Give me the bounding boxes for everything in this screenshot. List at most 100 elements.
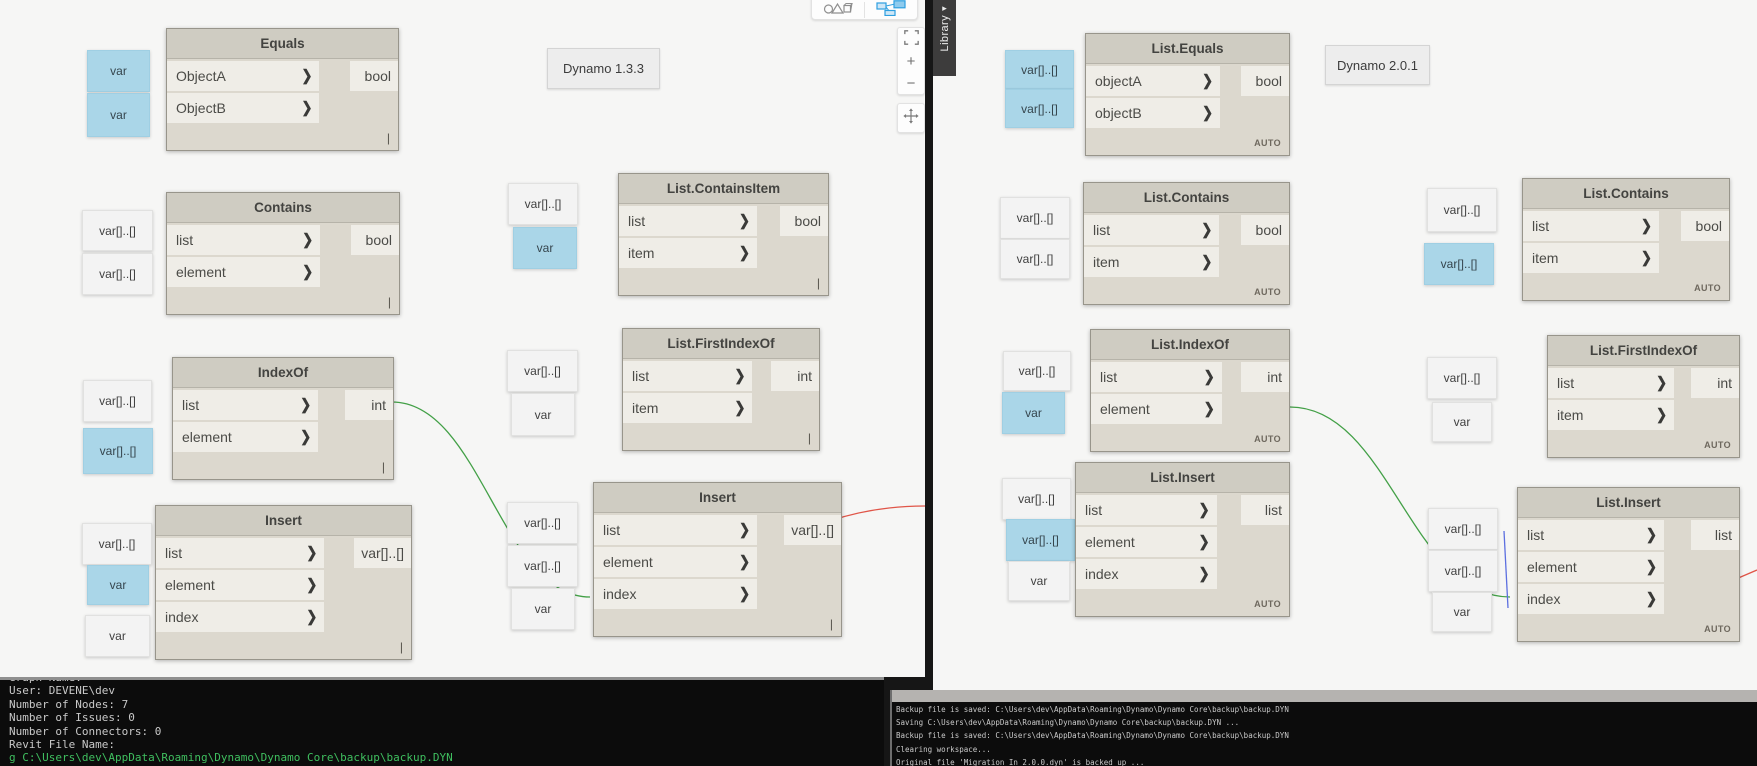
code-block-node-var[interactable]: var[]..[]	[1006, 519, 1075, 561]
code-block-node-var[interactable]: var[]..[]	[1005, 89, 1074, 128]
output-port-bool[interactable]: bool	[780, 206, 828, 236]
input-port-index[interactable]: index❯	[156, 602, 325, 632]
code-block-node-var[interactable]: var[]..[]	[83, 428, 153, 474]
lacing-indicator[interactable]: AUTO	[1694, 282, 1721, 293]
output-port-var[interactable]: var[]..[]	[784, 515, 841, 545]
library-sidebar-tab[interactable]: ▸ Library	[933, 0, 956, 76]
input-port-element[interactable]: element❯	[156, 570, 325, 600]
input-port-list[interactable]: list❯	[594, 515, 758, 545]
code-block-node-var[interactable]: var[]..[]	[1427, 188, 1497, 232]
lacing-indicator[interactable]: |	[381, 459, 385, 474]
code-block-node-var[interactable]: var	[513, 227, 577, 269]
code-block-node-var[interactable]: var[]..[]	[1000, 197, 1070, 239]
input-port-objectb[interactable]: ObjectB❯	[167, 93, 320, 123]
output-port-int[interactable]: int	[345, 390, 393, 420]
input-port-list[interactable]: list❯	[167, 225, 321, 255]
geometry-view-button[interactable]	[812, 1, 864, 19]
code-block-node-var[interactable]: var[]..[]	[1424, 243, 1494, 285]
code-block-node-var[interactable]: var[]..[]	[507, 545, 578, 587]
input-port-list[interactable]: list❯	[1518, 520, 1664, 550]
code-block-node-var[interactable]: var[]..[]	[82, 253, 153, 295]
output-port-int[interactable]: int	[771, 361, 819, 391]
code-block-node-var[interactable]: var	[87, 565, 149, 605]
output-port-list[interactable]: list	[1241, 495, 1289, 525]
zoom-in-button[interactable]: +	[906, 52, 916, 70]
zoom-out-button[interactable]: −	[906, 74, 916, 92]
input-port-index[interactable]: index❯	[1076, 559, 1217, 589]
input-port-list[interactable]: list❯	[156, 538, 325, 568]
code-block-node-var[interactable]: var[]..[]	[1005, 50, 1074, 89]
input-port-list[interactable]: list❯	[1084, 215, 1220, 245]
input-port-list[interactable]: list❯	[1548, 368, 1675, 398]
code-block-node-var[interactable]: var[]..[]	[1002, 478, 1071, 520]
output-port-bool[interactable]: bool	[350, 61, 398, 91]
code-block-node-var[interactable]: var[]..[]	[1428, 550, 1498, 592]
lacing-indicator[interactable]: AUTO	[1254, 433, 1281, 444]
input-port-list[interactable]: list❯	[1523, 211, 1659, 241]
output-port-bool[interactable]: bool	[1241, 215, 1289, 245]
code-block-node-var[interactable]: var	[1432, 592, 1492, 632]
input-port-list[interactable]: list❯	[1091, 362, 1222, 392]
output-port-int[interactable]: int	[1241, 362, 1289, 392]
input-port-index[interactable]: index❯	[594, 579, 758, 609]
input-port-element[interactable]: element❯	[1076, 527, 1217, 557]
input-port-element[interactable]: element❯	[594, 547, 758, 577]
code-block-node-var[interactable]: var	[85, 615, 150, 657]
code-block-node-var[interactable]: var	[1008, 561, 1070, 601]
input-port-list[interactable]: list❯	[1076, 495, 1217, 525]
input-port-list[interactable]: list❯	[619, 206, 757, 236]
code-block-node-var[interactable]: var	[511, 393, 575, 436]
input-port-list[interactable]: list❯	[173, 390, 319, 420]
code-block-node-var[interactable]: var[]..[]	[1427, 357, 1497, 399]
code-block-node-var[interactable]: var[]..[]	[82, 523, 152, 565]
input-port-list[interactable]: list❯	[623, 361, 753, 391]
lacing-indicator[interactable]: AUTO	[1254, 598, 1281, 609]
input-port-element[interactable]: element❯	[167, 257, 321, 287]
code-block-node-var[interactable]: var	[87, 50, 150, 92]
lacing-indicator[interactable]: |	[807, 430, 811, 445]
code-block-node-var[interactable]: var[]..[]	[83, 380, 152, 422]
code-block-node-var[interactable]: var	[87, 93, 150, 137]
input-port-element[interactable]: element❯	[173, 422, 319, 452]
code-block-node-var[interactable]: var[]..[]	[1428, 508, 1498, 550]
input-port-element[interactable]: element❯	[1518, 552, 1664, 582]
input-port-item[interactable]: item❯	[1548, 400, 1675, 430]
graph-view-button[interactable]	[865, 0, 917, 19]
code-block-node-var[interactable]: var	[511, 588, 575, 630]
note-dynamo-2-0-1[interactable]: Dynamo 2.0.1	[1325, 45, 1430, 85]
code-block-node-var[interactable]: var[]..[]	[507, 502, 578, 544]
code-block-node-var[interactable]: var[]..[]	[1003, 351, 1071, 391]
lacing-indicator[interactable]: AUTO	[1704, 623, 1731, 634]
input-port-index[interactable]: index❯	[1518, 584, 1664, 614]
input-port-objectb[interactable]: objectB❯	[1086, 98, 1220, 128]
lacing-indicator[interactable]: |	[829, 616, 833, 631]
fit-view-button[interactable]	[899, 28, 923, 50]
lacing-indicator[interactable]: AUTO	[1254, 137, 1281, 148]
output-port-var[interactable]: var[]..[]	[354, 538, 411, 568]
output-port-bool[interactable]: bool	[351, 225, 399, 255]
code-block-node-var[interactable]: var[]..[]	[508, 183, 578, 225]
output-port-bool[interactable]: bool	[1681, 211, 1729, 241]
pan-button[interactable]	[897, 103, 925, 133]
code-block-node-var[interactable]: var[]..[]	[82, 210, 153, 251]
code-block-node-var[interactable]: var[]..[]	[507, 350, 578, 392]
lacing-indicator[interactable]: |	[387, 294, 391, 309]
output-port-list[interactable]: list	[1691, 520, 1739, 550]
input-port-objecta[interactable]: ObjectA❯	[167, 61, 320, 91]
lacing-indicator[interactable]: |	[386, 130, 390, 145]
lacing-indicator[interactable]: |	[816, 275, 820, 290]
code-block-node-var[interactable]: var	[1432, 402, 1492, 442]
